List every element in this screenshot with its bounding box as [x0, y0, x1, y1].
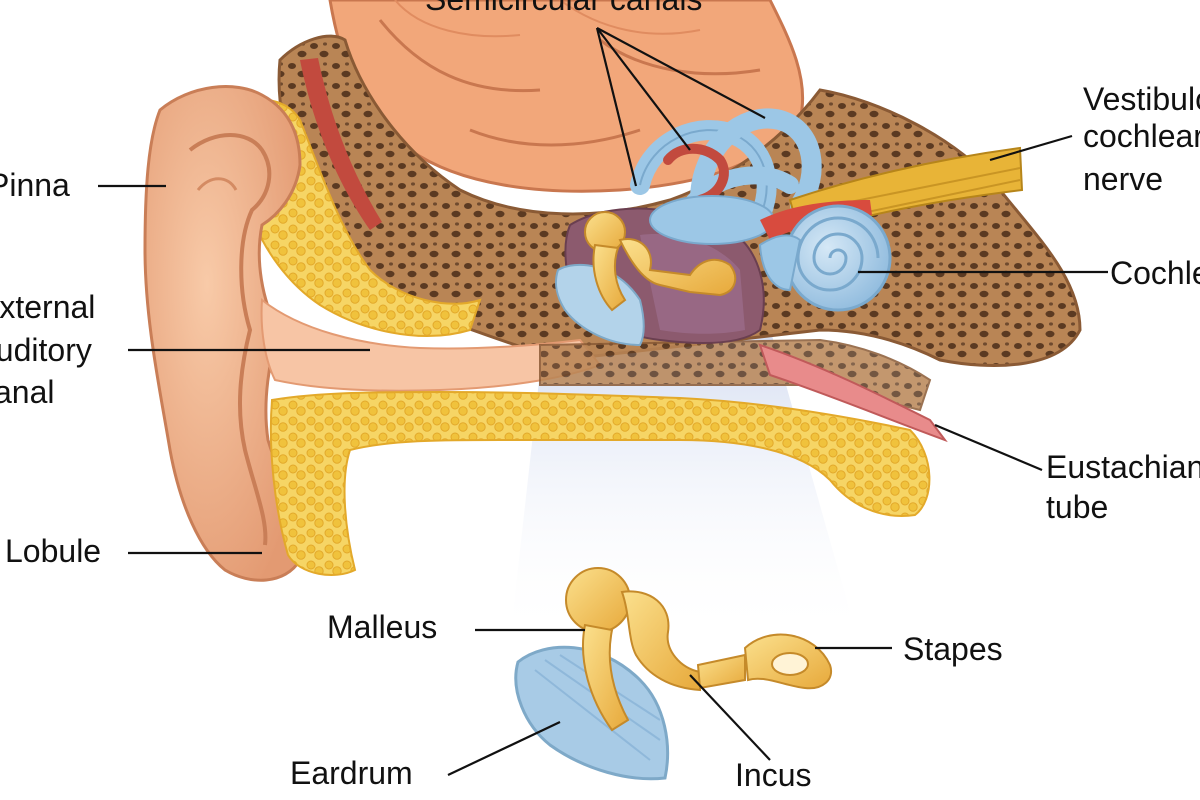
label-external-2: auditory: [0, 332, 92, 368]
label-malleus: Malleus: [327, 609, 437, 645]
eustachian-tube-shape: [758, 343, 948, 443]
label-stapes: Stapes: [903, 631, 1003, 667]
label-eustachian-1: Eustachian: [1046, 449, 1200, 485]
label-external-3: canal: [0, 374, 55, 410]
lower-fat-layer: [269, 390, 931, 576]
label-pinna: Pinna: [0, 167, 70, 203]
semicircular-canals-shape: [630, 108, 822, 245]
label-external-1: External: [0, 289, 95, 325]
magnified-ossicles: [514, 567, 833, 781]
pinna-fold: [188, 133, 272, 546]
label-lobule: Lobule: [5, 533, 101, 569]
dura-strip: [300, 58, 382, 230]
leader-lines: [98, 27, 1108, 776]
label-vestibulocochlear-2: cochlear: [1083, 118, 1200, 154]
label-vestibulocochlear-1: Vestibulo-: [1083, 81, 1200, 117]
label-eardrum: Eardrum: [290, 755, 413, 791]
label-cochlea: Cochlea: [1110, 255, 1200, 291]
label-semicircular-canals: Semicircular canals: [425, 0, 702, 17]
label-incus: Incus: [735, 757, 811, 793]
malleus-magnified: [565, 567, 631, 633]
label-eustachian-2: tube: [1046, 489, 1108, 525]
ossicles-in-situ: [584, 211, 737, 312]
label-vestibulocochlear-3: nerve: [1083, 161, 1163, 197]
cochlea-shape: [758, 204, 892, 312]
